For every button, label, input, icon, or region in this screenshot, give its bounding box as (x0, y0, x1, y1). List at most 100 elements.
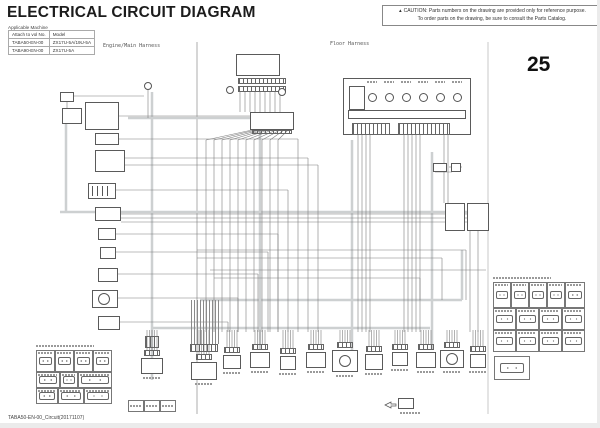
micro-label (452, 81, 462, 83)
micro-label (549, 284, 562, 286)
wire-bundle (191, 300, 219, 344)
micro-label (401, 81, 411, 83)
reference-marker (278, 88, 286, 96)
component-box (95, 207, 121, 221)
view-arrow-icon (384, 401, 397, 409)
connector-stub (252, 344, 268, 350)
connector-face-glyph (87, 392, 109, 400)
micro-label (541, 310, 559, 312)
connector-pin-row (238, 86, 286, 92)
connector-stub (418, 344, 434, 350)
micro-label (564, 310, 582, 312)
micro-label (513, 284, 526, 286)
micro-label (143, 377, 161, 379)
micro-label (418, 81, 428, 83)
engine-main-harness-label: Engine/Main Harness (103, 43, 161, 49)
connector-face-glyph (58, 357, 71, 365)
connector-face-glyph (61, 392, 81, 400)
warning-triangle-icon: ▲ (398, 8, 403, 13)
micro-label (495, 310, 513, 312)
connector-face-glyph (81, 376, 109, 384)
page-edge-bottom (0, 423, 600, 428)
caution-box: ▲CAUTION: Parts numbers on the drawing a… (382, 5, 600, 26)
connector-face-glyph (542, 337, 559, 345)
ecu-pin-row (252, 130, 292, 134)
component-box (445, 203, 465, 231)
component-box (100, 247, 116, 259)
connector-face-glyph (496, 315, 513, 323)
motor-symbol (446, 353, 458, 365)
micro-label (469, 371, 487, 373)
component-box (451, 163, 461, 172)
connector-face-glyph (496, 337, 513, 345)
wire (205, 129, 253, 141)
micro-label (307, 371, 325, 373)
connector-stub (190, 344, 218, 352)
indicator-lamp (402, 93, 411, 102)
page-edge-right (597, 0, 600, 428)
connector-face-glyph (532, 291, 544, 299)
component-box (250, 112, 294, 130)
caution-text-1: CAUTION: Parts numbers on the drawing ar… (403, 8, 586, 14)
connector-face-glyph (39, 357, 52, 365)
micro-label (162, 405, 174, 407)
micro-label (541, 332, 559, 334)
micro-label (60, 390, 81, 392)
floor-harness-label: Floor Harness (330, 41, 370, 47)
bottom-component (223, 355, 241, 369)
micro-label (384, 81, 394, 83)
micro-label (400, 412, 420, 414)
micro-label (195, 383, 213, 385)
bottom-component (392, 352, 408, 366)
connector-face-glyph (63, 376, 75, 384)
micro-label (279, 373, 297, 375)
micro-label (38, 374, 57, 376)
connector-face-glyph (550, 291, 562, 299)
connector-stub (144, 350, 160, 356)
component-box (95, 150, 125, 172)
connector-stub (280, 348, 296, 354)
bottom-component (416, 352, 436, 368)
cell-model: ZX17U-5A (48, 46, 96, 56)
micro-label (564, 332, 582, 334)
micro-label (417, 371, 435, 373)
micro-label (95, 352, 109, 354)
bottom-component (470, 354, 486, 368)
page-title: ELECTRICAL CIRCUIT DIAGRAM (7, 4, 256, 21)
micro-label (567, 284, 582, 286)
bottom-component (191, 362, 217, 380)
reference-marker (144, 82, 152, 90)
micro-label (86, 390, 109, 392)
connector-face-glyph (496, 291, 508, 299)
component-box (433, 163, 447, 172)
connector-stub (224, 347, 240, 353)
micro-label (80, 374, 109, 376)
bottom-component (141, 358, 163, 374)
micro-label (518, 310, 536, 312)
reference-marker (226, 86, 234, 94)
page-number: 25 (527, 53, 551, 76)
connector-stub (337, 342, 353, 348)
connector-stub (366, 346, 382, 352)
indicator-lamp (453, 93, 462, 102)
legend-title (493, 277, 551, 279)
micro-label (531, 284, 544, 286)
cluster-connector (352, 123, 390, 135)
component-box (98, 268, 118, 282)
bottom-component (250, 352, 270, 368)
micro-label (57, 352, 71, 354)
motor-symbol (339, 355, 351, 367)
applicable-machine-label: Applicable Machine (8, 25, 48, 30)
micro-label (76, 352, 90, 354)
micro-label (365, 373, 383, 375)
relay-bars (92, 186, 112, 196)
micro-label (391, 369, 409, 371)
micro-label (518, 332, 536, 334)
micro-label (367, 81, 377, 83)
component-box (467, 203, 489, 231)
indicator-lamp (436, 93, 445, 102)
wire (213, 129, 257, 141)
cluster-display (349, 86, 365, 110)
component-box (60, 92, 74, 102)
connector-stub (196, 354, 212, 360)
